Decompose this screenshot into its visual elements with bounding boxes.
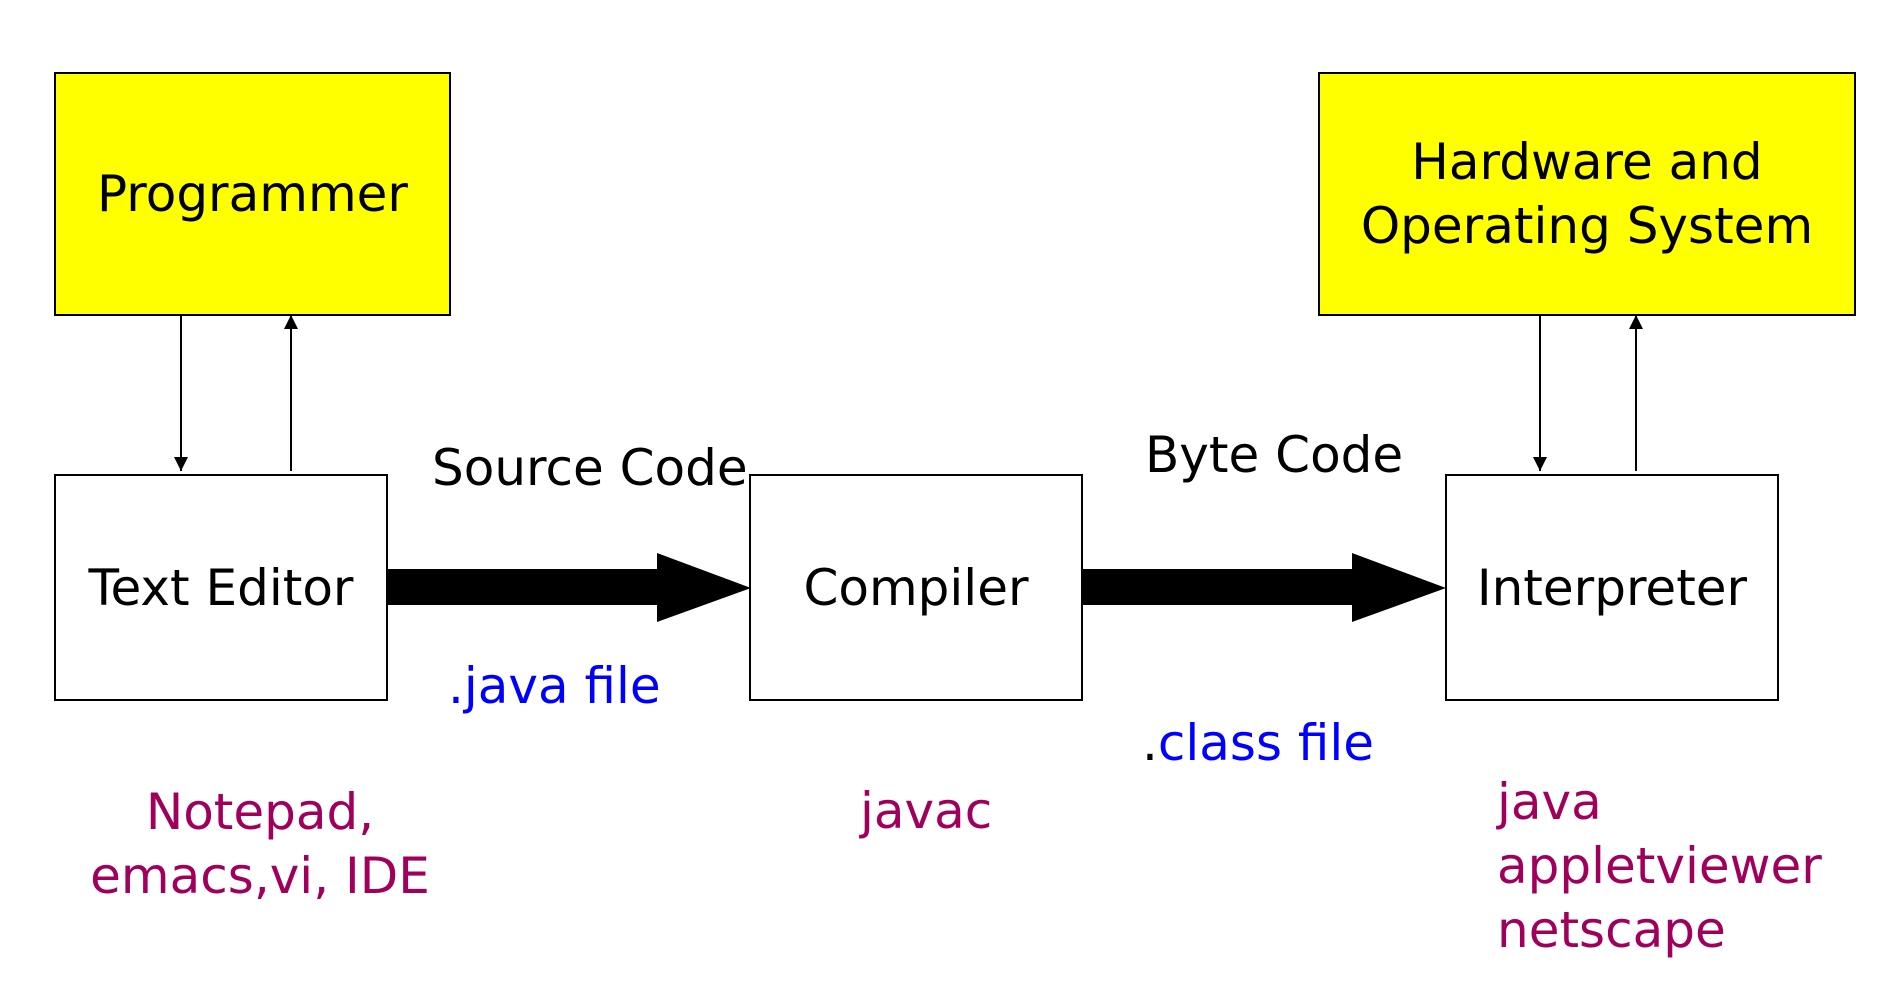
byte-code-flow-arrow xyxy=(1083,553,1446,622)
hardware-os-label: Hardware and Operating System xyxy=(1360,133,1814,255)
programmer-label: Programmer xyxy=(97,165,408,223)
class-file-dot: . xyxy=(1142,714,1158,772)
text-editor-label: Text Editor xyxy=(88,558,354,617)
compiler-label: Compiler xyxy=(803,558,1029,617)
class-file-label: .class file xyxy=(1142,650,1374,774)
interpreter-tools-label: java appletviewer netscape xyxy=(1497,773,1822,959)
interpreter-label: Interpreter xyxy=(1476,558,1748,617)
java-file-label: .java file xyxy=(448,657,661,715)
source-code-label: Source Code xyxy=(432,439,748,497)
text-editor-box: Text Editor xyxy=(54,474,388,701)
compiler-box: Compiler xyxy=(749,474,1083,701)
interpreter-box: Interpreter xyxy=(1445,474,1779,701)
editor-tools-label: Notepad, emacs,vi, IDE xyxy=(90,783,430,905)
class-file-text: class file xyxy=(1157,714,1375,772)
hardware-os-box: Hardware and Operating System xyxy=(1318,72,1856,316)
byte-code-label: Byte Code xyxy=(1145,426,1404,484)
programmer-box: Programmer xyxy=(54,72,451,316)
compiler-tool-label: javac xyxy=(860,782,993,840)
source-code-flow-arrow xyxy=(387,553,751,622)
